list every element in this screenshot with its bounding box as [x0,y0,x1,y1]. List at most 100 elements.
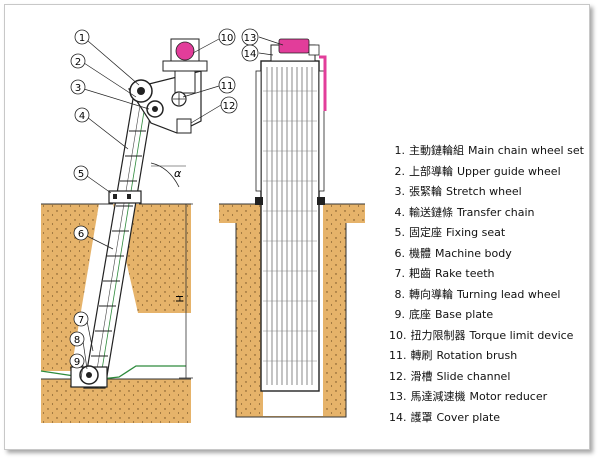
legend-item: 5.固定座 Fixing seat [389,223,584,244]
legend-number: 13. [389,390,407,403]
legend-item: 6.機體 Machine body [389,244,584,265]
svg-text:6: 6 [78,229,84,240]
legend-chinese-label: 轉向導輪 [409,287,453,301]
legend-chinese-label: 轉刷 [410,349,433,362]
front-view: 13 14 [219,28,365,418]
legend-english-label: Cover plate [436,410,501,424]
svg-text:11: 11 [221,81,234,92]
callout-9: 9 [69,353,85,369]
callout-4: 4 [74,107,90,123]
svg-text:5: 5 [78,169,84,180]
legend-english-label: Rotation brush [436,349,518,362]
ground-soil-upper [41,204,191,313]
legend-english-label: Rake teeth [435,267,495,280]
legend-chinese-label: 固定座 [409,226,442,239]
legend-english-label: Stretch wheel [446,185,522,198]
callout-13: 13 [241,28,259,46]
legend-item: 9.底座 Base plate [389,305,584,326]
legend-english-label: Torque limit device [469,328,574,342]
svg-text:9: 9 [74,357,80,368]
svg-text:14: 14 [244,49,257,60]
ground-soil-bottom [41,379,191,423]
head-housing [128,38,208,134]
svg-text:8: 8 [74,335,80,346]
callout-3: 3 [70,79,86,95]
callout-14: 14 [241,44,259,62]
callout-6: 6 [73,225,89,241]
callouts-front: 13 14 [241,28,259,62]
machine-body-inclined [83,92,186,389]
callouts-side: 1 2 3 4 5 6 7 8 9 10 11 12 [69,28,238,369]
legend-number: 12. [389,369,407,383]
legend-chinese-label: 扭力限制器 [410,328,466,342]
motor-reducer [270,38,327,111]
callout-1: 1 [74,29,90,45]
legend-english-label: Fixing seat [446,226,506,239]
legend-number: 11. [389,349,407,362]
legend-chinese-label: 張緊輪 [409,185,442,198]
legend-chinese-label: 上部導輪 [409,164,453,178]
legend-number: 5. [394,226,406,239]
legend-item: 1.主動鏈輪組 Main chain wheel set [389,141,584,162]
callout-8: 8 [69,331,85,347]
legend-item: 3.張緊輪 Stretch wheel [389,182,584,203]
legend-number: 7. [394,267,406,280]
legend-chinese-label: 滑槽 [410,369,433,383]
pit-soil [219,204,365,417]
legend-chinese-label: 主動鏈輪組 [409,144,464,157]
side-view: 1 2 3 4 5 6 7 8 9 10 11 12 α H [40,28,238,423]
svg-text:3: 3 [75,83,81,94]
svg-text:13: 13 [244,33,257,44]
legend-chinese-label: 輸送鏈條 [409,205,453,219]
legend-english-label: Turning lead wheel [457,287,561,301]
legend-chinese-label: 耙齒 [409,267,431,280]
svg-text:7: 7 [78,315,84,326]
legend-number: 1. [394,144,406,157]
callout-10: 10 [218,28,236,46]
legend-english-label: Motor reducer [469,390,548,403]
legend-chinese-label: 底座 [409,308,431,321]
legend-number: 8. [394,287,406,301]
legend-english-label: Main chain wheel set [468,144,584,157]
callout-2: 2 [70,53,86,69]
legend-english-label: Machine body [435,246,512,260]
legend-chinese-label: 馬達減速機 [410,390,466,403]
svg-text:2: 2 [75,57,81,68]
callout-12: 12 [220,96,238,114]
ground-soil-upper-left [41,204,99,371]
legend-number: 3. [394,185,406,198]
legend-item: 7.耙齒 Rake teeth [389,264,584,285]
machine-drawing: 1 2 3 4 5 6 7 8 9 10 11 12 α H [40,28,365,423]
angle-label: α [174,167,182,180]
legend-item: 2.上部導輪 Upper guide wheel [389,162,584,183]
legend-number: 6. [394,246,406,260]
legend-chinese-label: 機體 [409,246,431,260]
figure-frame: 1 2 3 4 5 6 7 8 9 10 11 12 α H [4,4,590,450]
svg-text:1: 1 [79,33,85,44]
svg-text:10: 10 [221,33,234,44]
legend-number: 2. [394,164,406,178]
legend-english-label: Base plate [435,308,494,321]
legend-english-label: Slide channel [436,369,511,383]
callout-7: 7 [73,311,89,327]
svg-text:4: 4 [79,111,85,122]
legend-item: 8.轉向導輪 Turning lead wheel [389,285,584,306]
legend-number: 10. [389,328,407,342]
svg-text:12: 12 [223,101,236,112]
legend-english-label: Transfer chain [457,205,535,219]
callout-11: 11 [218,76,236,94]
base-plate-side [70,365,108,388]
legend-number: 9. [394,308,406,321]
legend-number: 4. [394,205,406,219]
legend-number: 14. [389,410,407,424]
legend-english-label: Upper guide wheel [457,164,561,178]
callout-5: 5 [73,165,89,181]
legend-item: 4.輸送鏈條 Transfer chain [389,203,584,224]
legend-chinese-label: 護罩 [410,410,433,424]
parts-legend: 1.主動鏈輪組 Main chain wheel set 2.上部導輪 Upper g… [389,141,584,428]
